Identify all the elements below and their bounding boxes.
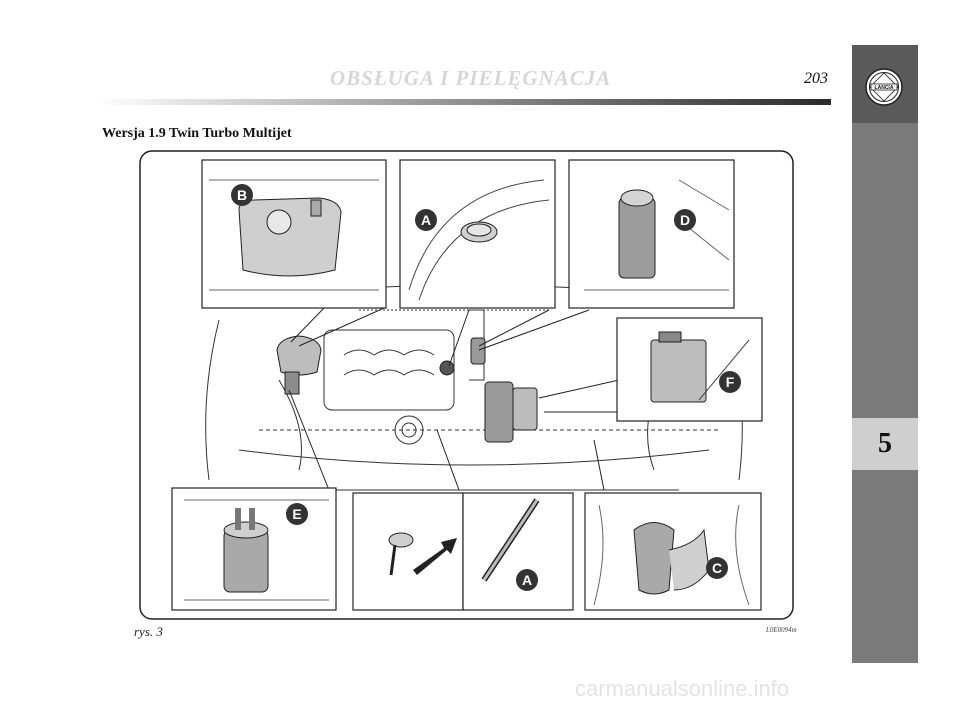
callout-d: D: [680, 212, 690, 228]
callout-b: B: [237, 187, 247, 203]
header-rule: [95, 99, 831, 105]
section-heading: Wersja 1.9 Twin Turbo Multijet: [102, 126, 292, 141]
page-number: 203: [804, 70, 828, 87]
inset-a-bottom: A: [352, 492, 574, 611]
logo-text: LANCIA: [875, 85, 894, 91]
coolant-reservoir-main: [276, 335, 322, 395]
sidebar: [852, 45, 918, 663]
inset-d: D: [568, 159, 735, 309]
inset-f: F: [616, 317, 763, 422]
figure-caption: rys. 3: [134, 624, 163, 639]
header-title: OBSŁUGA I PIELĘGNACJA: [330, 66, 612, 90]
callout-e: E: [292, 506, 301, 522]
callout-a-top: A: [421, 212, 431, 228]
inset-e: E: [171, 487, 337, 611]
figure-code: L0E0094m: [766, 626, 797, 634]
brake-reservoir-main: [484, 381, 538, 443]
callout-a-bottom: A: [522, 572, 532, 588]
chapter-tab[interactable]: 5: [852, 418, 918, 470]
inset-b: B: [201, 159, 387, 309]
leader-lines: [288, 307, 620, 491]
lancia-logo: LANCIA: [865, 68, 903, 106]
callout-f: F: [726, 374, 735, 390]
watermark: carmanualsonline.info: [575, 676, 790, 701]
inset-a-top: A: [399, 159, 556, 309]
inset-c: C: [584, 492, 762, 611]
callout-c: C: [712, 560, 722, 576]
engine-bay-figure: B A D F E: [139, 150, 794, 620]
